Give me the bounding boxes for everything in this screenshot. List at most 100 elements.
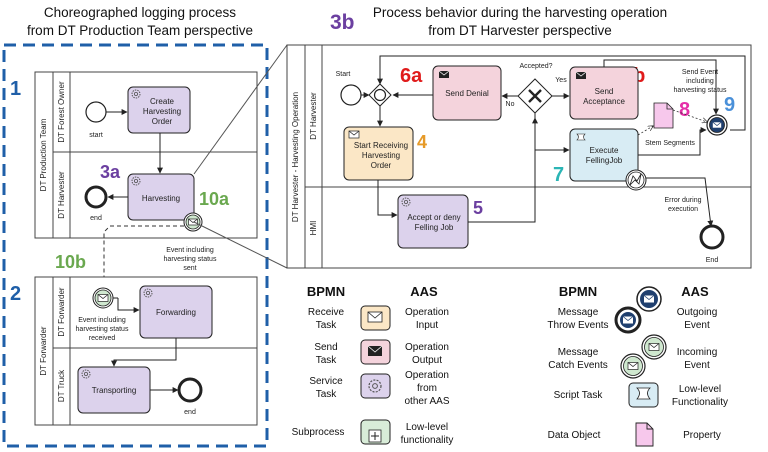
envelope-icon <box>188 218 198 226</box>
task-transporting[interactable]: Transporting <box>77 366 151 414</box>
legend-op-other-line1: Operation <box>405 370 449 381</box>
error-line2: execution <box>668 206 698 213</box>
pool-label-production-team: DT Production Team <box>39 118 48 191</box>
marker-3a: 3a <box>100 162 121 182</box>
legend-send-line1: Send <box>314 342 337 353</box>
event-received-line3: received <box>89 335 116 342</box>
marker-8: 8 <box>679 99 690 121</box>
legend-receive-line2: Task <box>316 320 338 331</box>
lightning-icon <box>629 173 642 186</box>
legend-op-input-line1: Operation <box>405 307 449 318</box>
left-dashed-frame <box>2 43 269 448</box>
legend-subprocess-icon <box>360 419 391 445</box>
legend-receive-task-icon <box>360 305 391 331</box>
marker-4: 4 <box>417 132 427 152</box>
legend-service-line2: Task <box>316 389 338 400</box>
task-send-acceptance[interactable]: Send Acceptance <box>569 66 639 120</box>
left-title-line1: Choreographed logging process <box>44 5 236 20</box>
legend-outgoing-line2: Event <box>684 320 710 331</box>
send-event-line1: Send Event <box>682 69 718 76</box>
marker-6a: 6a <box>400 65 423 87</box>
legend-lowlevel2-line2: Functionality <box>672 397 728 408</box>
legend-subprocess: Subprocess <box>292 427 345 438</box>
data-object-stem-segments <box>653 102 674 129</box>
gear-icon <box>143 288 153 298</box>
legend-service-line1: Service <box>309 376 343 387</box>
legend-aas-header-1: AAS <box>410 284 438 299</box>
gear-icon <box>131 176 141 186</box>
legend-msg-throw-line2: Throw Events <box>547 320 608 331</box>
envelope-filled-icon <box>438 70 450 78</box>
end-label-1: end <box>90 215 102 222</box>
yes-label: Yes <box>555 77 567 84</box>
accepted-label: Accepted? <box>519 63 552 70</box>
script-icon <box>576 133 586 141</box>
task-create-line1: Create <box>150 97 175 106</box>
task-accept-line1: Accept or deny <box>407 213 460 222</box>
panel-number-1: 1 <box>10 78 21 100</box>
start-event-right <box>340 84 362 106</box>
event-sent-line2: harvesting status <box>164 256 217 263</box>
task-receive-line2: Harvesting <box>362 151 400 160</box>
task-start-receiving-order[interactable]: Start Receiving Harvesting Order <box>343 126 414 181</box>
legend-op-output-line2: Output <box>412 355 442 366</box>
end-event-1 <box>84 185 108 209</box>
lane-label-forest-owner: DT Forest Owner <box>57 81 66 143</box>
legend-lowlevel2-line1: Low-level <box>679 384 721 395</box>
message-catch-event-forwarder <box>92 287 114 309</box>
marker-10a: 10a <box>199 189 230 209</box>
marker-9: 9 <box>724 94 735 116</box>
marker-7: 7 <box>553 164 564 186</box>
start-label-1: start <box>89 132 103 139</box>
event-sent-line3: sent <box>183 265 196 272</box>
message-throw-event-9 <box>706 114 728 136</box>
task-forwarding-label: Forwarding <box>156 308 196 317</box>
left-title-line2: from DT Production Team perspective <box>27 23 253 38</box>
send-event-line3: harvesting status <box>674 87 727 94</box>
envelope-icon <box>712 121 722 129</box>
legend-message-throw-icon <box>614 286 662 334</box>
legend-property: Property <box>683 430 721 441</box>
task-accept-deny-felling-job[interactable]: Accept or deny Felling Job <box>397 194 469 249</box>
legend-lowlevel-line1: Low-level <box>406 422 448 433</box>
end-event-right <box>699 224 725 250</box>
marker-3b: 3b <box>330 11 355 34</box>
end-label-2: end <box>184 409 196 416</box>
gear-icon <box>401 197 411 207</box>
task-create-harvesting-order[interactable]: Create Harvesting Order <box>127 86 191 134</box>
right-title-line1: Process behavior during the harvesting o… <box>373 5 667 20</box>
task-receive-line1: Start Receiving <box>354 141 408 150</box>
task-receive-line3: Order <box>371 161 392 170</box>
marker-10b: 10b <box>55 252 86 272</box>
legend-op-other-line2: from <box>417 383 437 394</box>
send-event-line2: including <box>686 78 714 85</box>
legend-msg-throw-line1: Message <box>558 307 599 318</box>
legend-lowlevel-line2: functionality <box>401 435 454 446</box>
task-harvesting[interactable]: Harvesting <box>127 173 195 221</box>
task-execute-line1: Execute <box>590 146 619 155</box>
envelope-icon <box>348 130 360 139</box>
legend-aas-header-2: AAS <box>681 284 709 299</box>
task-forwarding[interactable]: Forwarding <box>139 285 213 339</box>
event-received-line1: Event including <box>78 317 126 324</box>
start-event-1 <box>85 101 107 123</box>
legend-op-other-line3: other AAS <box>404 396 449 407</box>
gear-icon <box>131 89 141 99</box>
task-execute-felling-job[interactable]: Execute FellingJob <box>569 128 639 182</box>
pool-label-forwarder: DT Forwarder <box>39 326 48 376</box>
legend-service-task-icon <box>360 373 391 399</box>
envelope-filled-icon <box>575 71 587 79</box>
zoom-connector-bottom <box>193 221 288 269</box>
zoom-connector-top <box>193 44 288 175</box>
legend-op-input-line2: Input <box>416 320 438 331</box>
legend-send-line2: Task <box>316 355 338 366</box>
task-harvesting-label: Harvesting <box>142 194 180 203</box>
legend-bpmn-header-2: BPMN <box>559 284 597 299</box>
task-accept-line2: Felling Job <box>415 223 454 232</box>
event-sent-line1: Event including <box>166 247 214 254</box>
task-send-denial[interactable]: Send Denial <box>432 65 502 121</box>
legend-send-task-icon <box>360 339 391 365</box>
right-title-line2: from DT Harvester perspective <box>428 23 612 38</box>
error-boundary-event <box>625 169 647 191</box>
